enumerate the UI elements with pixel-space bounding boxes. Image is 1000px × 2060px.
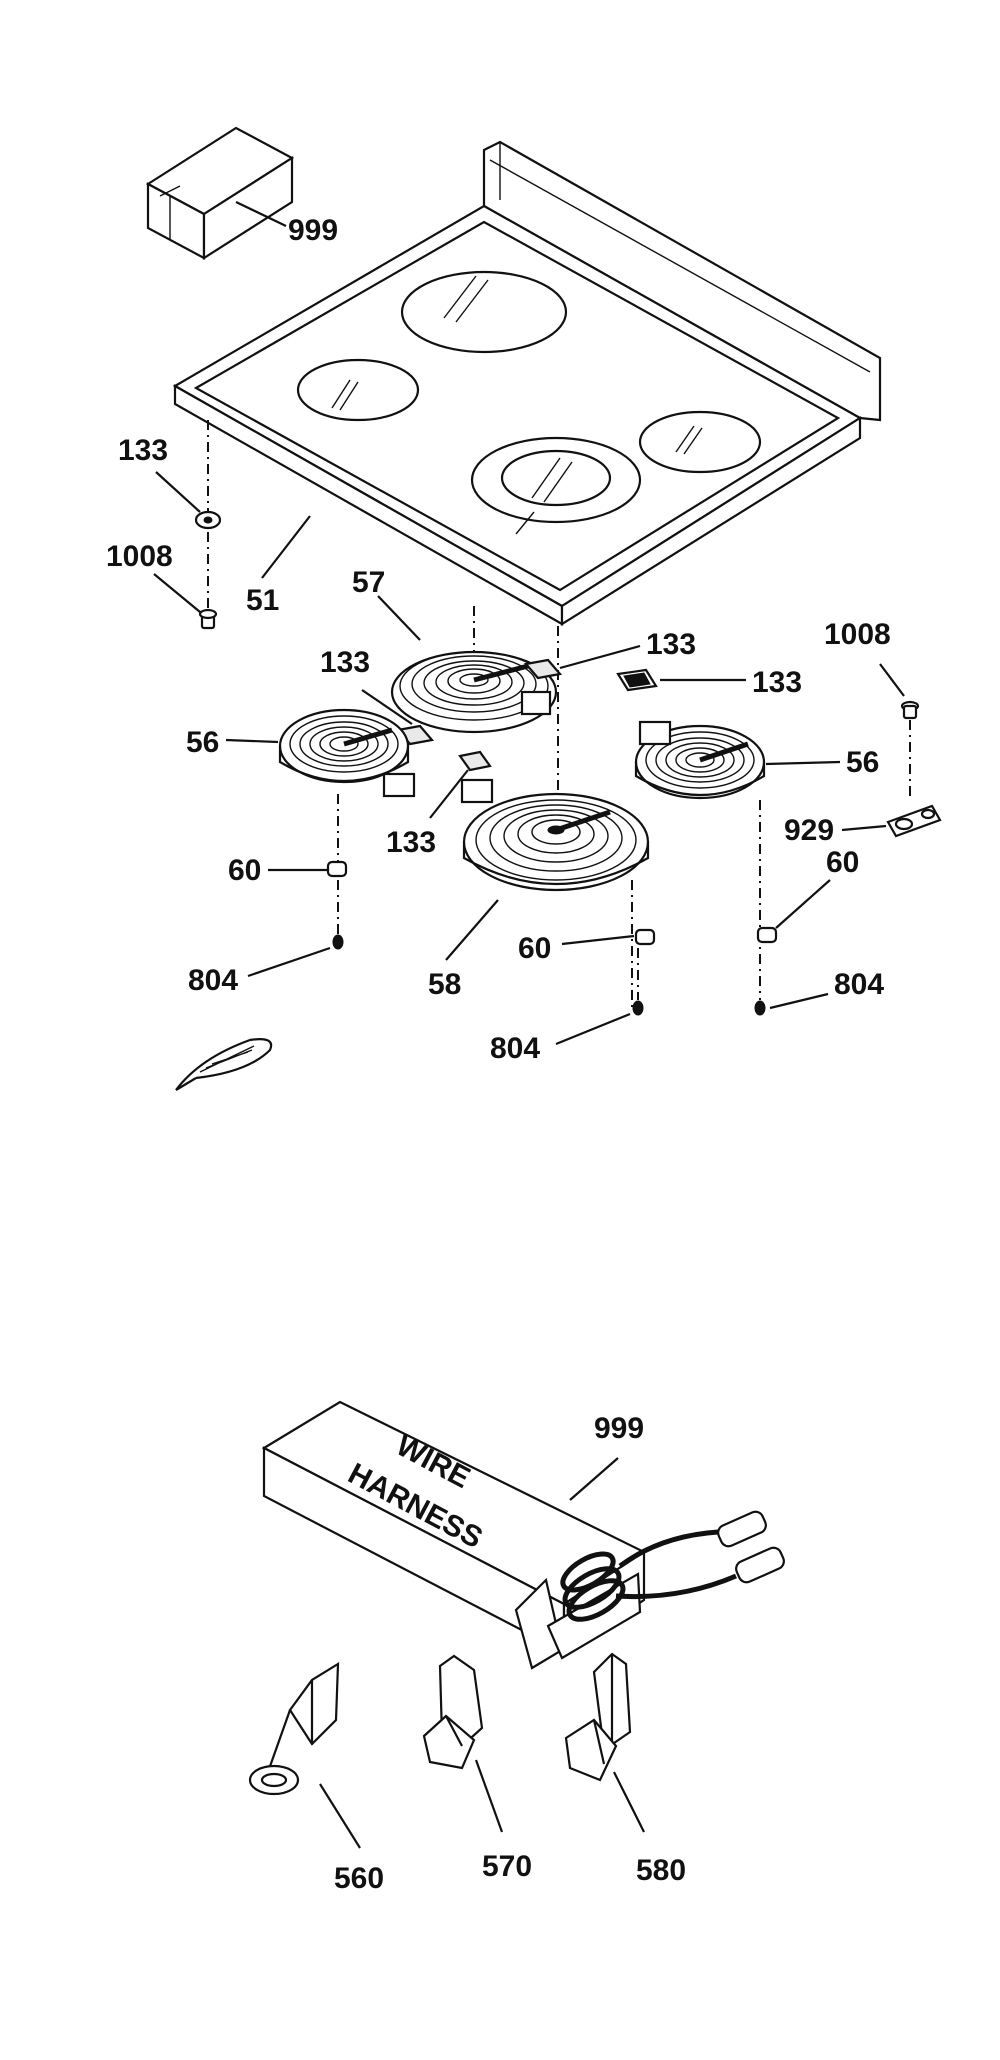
screw-right [879, 663, 920, 800]
callout-560-ring: 560 [334, 1862, 384, 1895]
screw-bottom-center [555, 948, 644, 1046]
callout-804-center: 804 [490, 1032, 540, 1065]
callout-570-flag: 570 [482, 1850, 532, 1883]
clip-right [756, 879, 831, 944]
element-56-left [225, 708, 416, 862]
pad-back-right [523, 644, 641, 680]
element-56-right [634, 720, 841, 1000]
callout-929-bracket: 929 [784, 814, 834, 847]
callout-133-pad-right: 133 [752, 666, 802, 699]
terminal-flag-570 [422, 1654, 504, 1833]
terminal-ring-560 [248, 1661, 361, 1849]
callout-999-harness: 999 [594, 1412, 644, 1445]
terminal-female-580 [564, 1652, 645, 1833]
callout-133-pad-center: 133 [386, 826, 436, 859]
callout-58-element: 58 [428, 968, 461, 1001]
element-57 [377, 595, 558, 734]
bracket-929 [841, 804, 942, 838]
screw-left [153, 532, 218, 630]
callout-60-clip-right: 60 [826, 846, 859, 879]
callout-133-grommet: 133 [118, 434, 168, 467]
screw-bottom-right [754, 992, 829, 1016]
parts-box-999 [145, 126, 295, 261]
callout-1008-right: 1008 [824, 618, 891, 651]
callout-133-pad-back-right: 133 [646, 628, 696, 661]
element-58 [445, 778, 650, 1010]
callout-804-right: 804 [834, 968, 884, 1001]
callout-804-left: 804 [188, 964, 238, 997]
feather-logo [175, 1038, 273, 1091]
callout-57-element: 57 [352, 566, 385, 599]
callout-51-cooktop: 51 [246, 584, 279, 617]
wire-harness-box: WIRE HARNESS [261, 1400, 785, 1670]
callout-133-pad-back-left: 133 [320, 646, 370, 679]
callout-56-left: 56 [186, 726, 219, 759]
pad-right [616, 668, 746, 692]
callout-1008-left: 1008 [106, 540, 173, 573]
callout-60-clip-left: 60 [228, 854, 261, 887]
callout-580-female: 580 [636, 1854, 686, 1887]
callout-56-right: 56 [846, 746, 879, 779]
clip-center [561, 928, 656, 946]
grommet-left [155, 471, 222, 530]
clip-left [268, 860, 348, 878]
callout-60-clip-center: 60 [518, 932, 551, 965]
screw-bottom-left [247, 880, 344, 978]
pad-center [429, 750, 492, 819]
callout-999-top: 999 [288, 214, 338, 247]
cooktop-glass [172, 140, 882, 830]
